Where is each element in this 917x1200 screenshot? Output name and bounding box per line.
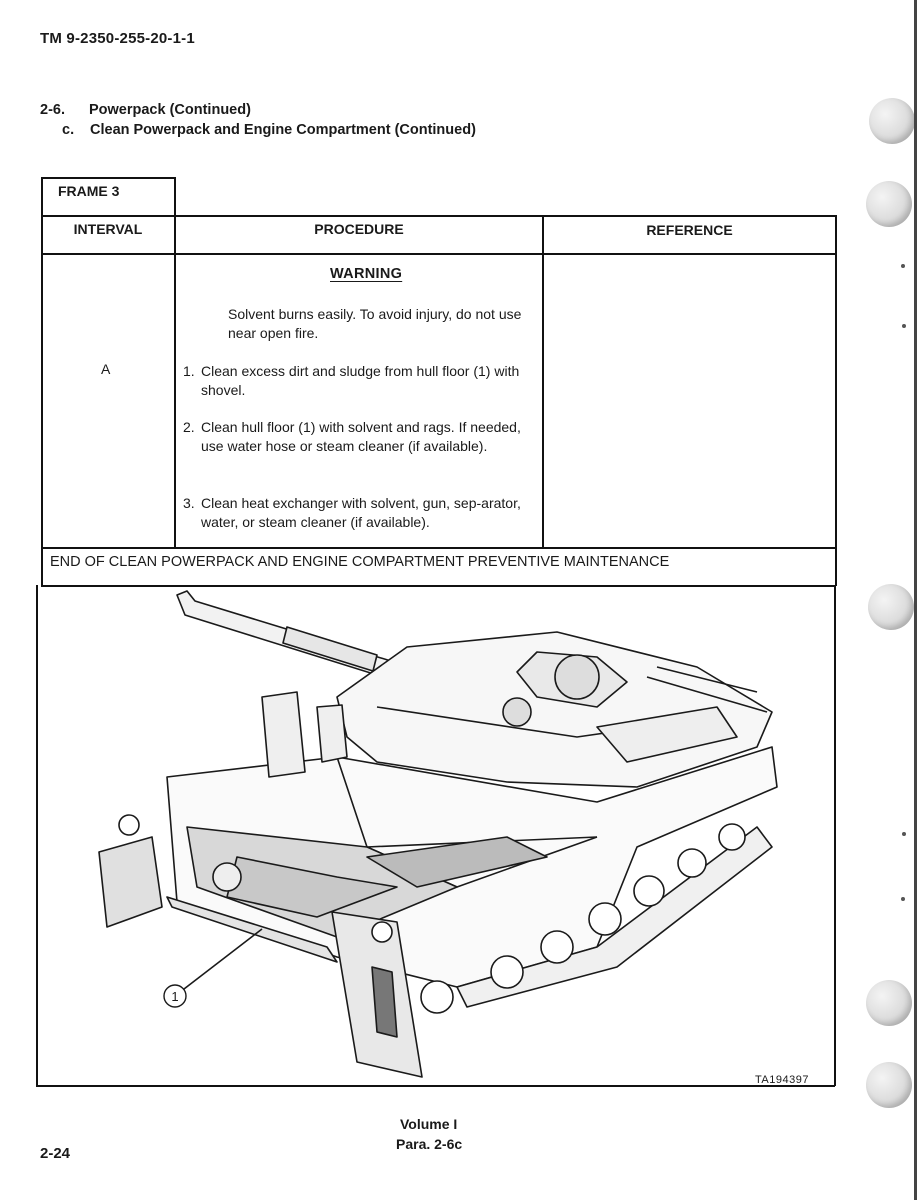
punch-mark [901,897,905,901]
callout-number: 1 [171,989,178,1004]
warning-title: WARNING [330,266,403,282]
interval-value: A [101,361,111,377]
document-id: TM 9-2350-255-20-1-1 [40,30,195,47]
footer-volume: Volume I [400,1116,458,1132]
procedure-step-1: 1. Clean excess dirt and sludge from hul… [183,362,528,400]
frame-label: FRAME 3 [58,183,120,199]
punch-mark [902,832,906,836]
subsection-title: Clean Powerpack and Engine Compartment (… [90,122,476,138]
interval-header: INTERVAL [73,221,143,237]
callout-circle [163,984,187,1008]
step-text: Clean excess dirt and sludge from hull f… [201,363,520,398]
page-number: 2-24 [40,1145,71,1162]
step-text: Clean hull floor (1) with solvent and ra… [201,419,521,454]
section-heading: 2-6. Powerpack (Continued) [40,102,251,118]
procedure-header: PROCEDURE [314,221,404,237]
punch-mark [902,324,906,328]
tank-illustration: 1 [98,590,778,1078]
punch-mark [901,264,905,268]
step-number: 1. [183,363,195,379]
procedure-step-3: 3. Clean heat exchanger with solvent, gu… [183,494,528,532]
reference-header: REFERENCE [646,222,733,238]
footer-para: Para. 2-6c [396,1136,463,1152]
binder-hole [866,1062,912,1108]
figure-id: TA194397 [755,1074,809,1086]
subsection-heading: c. Clean Powerpack and Engine Compartment… [62,122,476,138]
end-of-procedure-text: END OF CLEAN POWERPACK AND ENGINE COMPAR… [50,554,670,570]
section-number: 2-6. [40,102,65,118]
subsection-letter: c. [62,122,75,138]
binder-hole [869,98,915,144]
binder-hole [868,584,914,630]
warning-text: Solvent burns easily. To avoid injury, d… [228,306,522,341]
section-title: Powerpack (Continued) [89,102,251,118]
page-edge [914,0,917,1200]
binder-hole [866,980,912,1026]
step-number: 2. [183,419,195,435]
step-text: Clean heat exchanger with solvent, gun, … [201,495,521,530]
step-number: 3. [183,495,195,511]
binder-hole [866,181,912,227]
procedure-step-2: 2. Clean hull floor (1) with solvent and… [183,418,528,456]
